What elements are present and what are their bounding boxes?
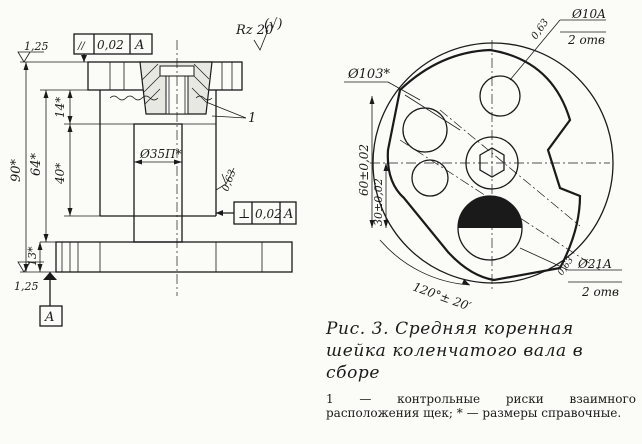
dim-overall: 90* bbox=[9, 158, 24, 182]
left-view: Rz 20 (√) 1,25 1,25 0,63 // 0,02 A ⊥ 0,0… bbox=[9, 17, 297, 327]
dim-height-inner: 30±0,02 bbox=[372, 178, 385, 226]
dim-bore-small: Ø10A bbox=[571, 7, 606, 21]
side-hole-upper bbox=[402, 107, 448, 153]
tol-perp-symbol: ⊥ bbox=[238, 207, 250, 222]
journal bbox=[133, 123, 183, 243]
dim-height-outer: 60±0,02 bbox=[357, 144, 371, 196]
figure-caption: Рис. 3. Средняя коренная шейка коленчато… bbox=[326, 318, 636, 420]
dim-upper: 14* bbox=[53, 97, 67, 118]
tolerance-frame-top bbox=[73, 33, 153, 55]
bolt-section bbox=[139, 61, 213, 115]
dim-holes-small: 2 отв bbox=[567, 33, 605, 47]
dim-body: 64* bbox=[29, 152, 44, 176]
tol-top-datum: A bbox=[134, 38, 144, 53]
roughness-general-sign: (√) bbox=[264, 17, 282, 32]
tol-top-symbol: // bbox=[77, 41, 86, 52]
caption-title: Рис. 3. Средняя коренная шейка коленчато… bbox=[326, 319, 584, 383]
roughness-bottom: 1,25 bbox=[14, 280, 39, 293]
side-hole-lower bbox=[411, 159, 449, 197]
roughness-general: Rz 20 bbox=[235, 23, 273, 38]
leader-ref: 1 bbox=[248, 111, 256, 126]
upper-hole bbox=[479, 75, 521, 117]
dim-outer: Ø103* bbox=[347, 67, 390, 82]
dim-mid: 40* bbox=[53, 163, 67, 185]
bottom-flange bbox=[55, 241, 293, 273]
dim-bore-large: Ø21A bbox=[577, 257, 612, 271]
right-view: Ø10A 2 отв 0,63 Ø103* Ø21A 2 отв 0,63 60… bbox=[344, 7, 622, 314]
dim-journal: Ø35П* bbox=[139, 147, 182, 161]
datum-box bbox=[39, 305, 63, 327]
rough-large: 0,63 bbox=[556, 255, 576, 277]
dim-holes-large: 2 отв bbox=[581, 285, 619, 299]
roughness-top: 1,25 bbox=[24, 40, 49, 53]
tol-top-value: 0,02 bbox=[97, 38, 124, 52]
dim-flange: 13* bbox=[26, 246, 39, 266]
roughness-side: 0,63 bbox=[220, 168, 238, 193]
cheek-outline bbox=[386, 48, 582, 282]
tol-perp-datum: A bbox=[283, 207, 293, 222]
caption-legend: 1 — контрольные риски взаимного располож… bbox=[326, 392, 636, 420]
rough-small: 0,63 bbox=[529, 17, 551, 42]
datum-triangle bbox=[43, 272, 57, 280]
datum-label: A bbox=[44, 310, 54, 325]
tol-perp-value: 0,02 bbox=[255, 207, 282, 221]
